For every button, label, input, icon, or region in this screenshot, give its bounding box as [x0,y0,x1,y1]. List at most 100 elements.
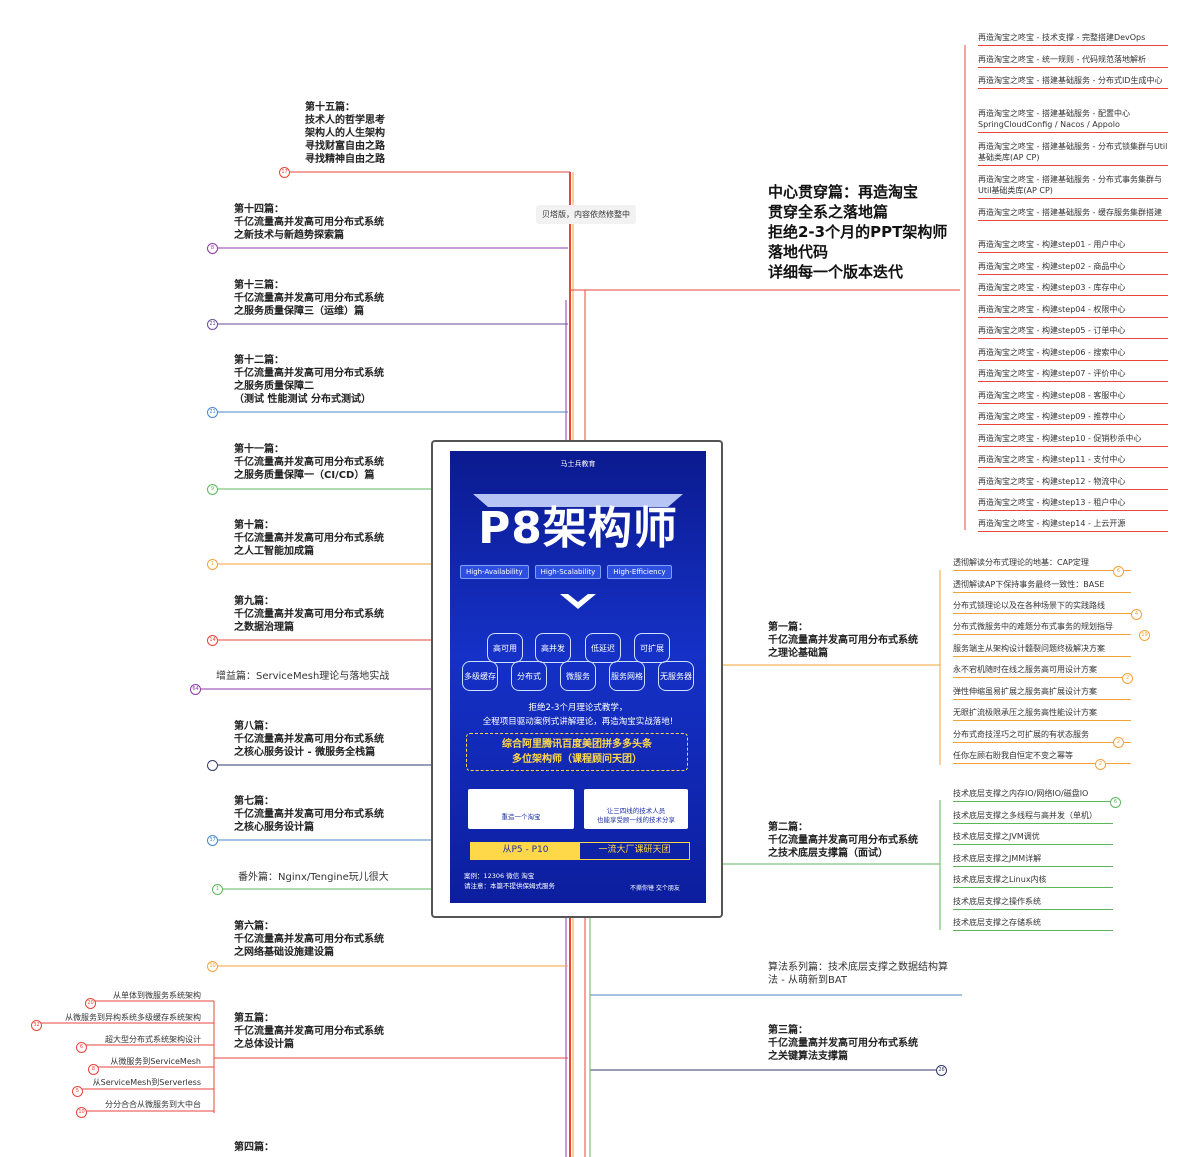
taobao-leaf-item[interactable]: 再造淘宝之咚宝 - 构建step13 - 租户中心 [978,497,1168,511]
collapse-toggle[interactable] [207,760,218,771]
count-badge: 6 [1113,566,1124,577]
taobao-leaf-item[interactable]: 再造淘宝之咚宝 - 技术支撑 - 完整搭建DevOps [978,32,1168,46]
ch10-title: 第十篇： [234,519,384,532]
count-badge: 19 [1139,630,1150,641]
count-badge: 4 [1131,609,1142,620]
count-badge: 9 [207,484,218,495]
count-badge: 2 [1122,673,1133,684]
ch14-node[interactable]: 第十四篇： 千亿流量高并发高可用分布式系统 之新技术与新趋势探索篇 [234,203,384,242]
taobao-leaf-item[interactable]: 再造淘宝之咚宝 - 构建step06 - 搜索中心 [978,347,1168,361]
taobao-leaf-item[interactable]: 再造淘宝之咚宝 - 构建step10 - 促销秒杀中心 [978,433,1168,447]
ch2-leaf-item[interactable]: 技术底层支撑之多线程与高并发（单机） [953,810,1113,824]
count-badge: 2 [1113,737,1124,748]
ch13-line3: 之服务质量保障三（运维）篇 [234,305,384,318]
ch2-leaf-item[interactable]: 技术底层支撑之操作系统 [953,896,1113,910]
bonus-node[interactable]: 增益篇：ServiceMesh理论与落地实战 [216,670,389,683]
ch11-title: 第十一篇： [234,443,384,456]
ch2-leaf-item[interactable]: 技术底层支撑之存储系统 [953,917,1113,931]
ch9-title: 第九篇： [234,595,384,608]
main-branch-line1: 中心贯穿篇：再造淘宝 [768,182,947,202]
poster-foot: 案例：12306 微信 淘宝 请注意：本篇不提供保姆式服务 [464,871,555,891]
ch5-line3: 之总体设计篇 [234,1038,384,1051]
ch1-leaf-item[interactable]: 弹性伸缩虽易扩展之服务高扩展设计方案 [953,686,1131,700]
ch1-leaf-item[interactable]: 透彻解读分布式理论的地基：CAP定理 [953,557,1131,571]
count-badge: 37 [207,835,218,846]
ch10-node[interactable]: 第十篇： 千亿流量高并发高可用分布式系统 之人工智能加成篇 [234,519,384,558]
count-badge: 6 [1110,797,1121,808]
main-branch-node[interactable]: 中心贯穿篇：再造淘宝 贯穿全系之落地篇 拒绝2-3个月的PPT架构师 落地代码 … [768,182,947,282]
ch14-line3: 之新技术与新趋势探索篇 [234,229,384,242]
taobao-leaf-item[interactable]: 再造淘宝之咚宝 - 构建step02 - 商品中心 [978,261,1168,275]
ch7-node[interactable]: 第七篇： 千亿流量高并发高可用分布式系统 之核心服务设计篇 [234,795,384,834]
taobao-leaf-item[interactable]: 再造淘宝之咚宝 - 构建step14 - 上云开源 [978,518,1168,532]
ch2-leaf-item[interactable]: 技术底层支撑之内存IO/网络IO/磁盘IO [953,788,1113,802]
algo-line2: 法 - 从萌新到BAT [768,974,948,987]
ch1-leaf-item[interactable]: 无眼扩流极限承压之服务高性能设计方案 [953,707,1131,721]
ch5-leaf-item[interactable]: 从微服务到ServiceMesh [110,1056,201,1067]
taobao-leaf-item[interactable]: 再造淘宝之咚宝 - 构建step07 - 评价中心 [978,368,1168,382]
ch15-line4: 寻找财富自由之路 [305,140,385,153]
ch2-leaf-item[interactable]: 技术底层支撑之JMM详解 [953,853,1113,867]
ch13-node[interactable]: 第十三篇： 千亿流量高并发高可用分布式系统 之服务质量保障三（运维）篇 [234,279,384,318]
ch1-leaf-item[interactable]: 分布式奇技淫巧之可扩展的有状态服务 [953,729,1131,743]
taobao-leaf-item[interactable]: 再造淘宝之咚宝 - 构建step09 - 推荐中心 [978,411,1168,425]
ch1-leaf-item[interactable]: 分布式微服务中的难题分布式事务的规划指导 [953,621,1131,635]
ch2-leaf-item[interactable]: 技术底层支撑之JVM调优 [953,831,1113,845]
hex-item: 无服务器 [658,661,694,691]
ch2-node[interactable]: 第二篇： 千亿流量高并发高可用分布式系统 之技术底层支撑篇（面试） [768,821,918,860]
poster-tag: High-Efficiency [607,565,671,579]
ch2-line2: 千亿流量高并发高可用分布式系统 [768,834,918,847]
ch4-title: 第四篇： [234,1141,274,1154]
ch5-node[interactable]: 第五篇： 千亿流量高并发高可用分布式系统 之总体设计篇 [234,1012,384,1051]
taobao-leaf-item[interactable]: 再造淘宝之咚宝 - 搭建基础服务 - 分布式锁集群与Util基础类库(AP CP… [978,141,1168,166]
taobao-leaf-item[interactable]: 再造淘宝之咚宝 - 构建step05 - 订单中心 [978,325,1168,339]
ch5-leaf-item[interactable]: 分分合合从微服务到大中台 [105,1099,201,1110]
ch1-leaf-item[interactable]: 服务端主从架构设计髓裂问题终极解决方案 [953,643,1131,657]
poster-card-left-text: 重造一个淘宝 [468,813,574,822]
algo-node[interactable]: 算法系列篇：技术底层支撑之数据结构算 法 - 从萌新到BAT [768,961,948,987]
ch15-node[interactable]: 第十五篇： 技术人的哲学思考 架构人的人生架构 寻找财富自由之路 寻找精神自由之… [305,101,385,166]
taobao-leaf-item[interactable]: 再造淘宝之咚宝 - 构建step12 - 物流中心 [978,476,1168,490]
poster-foot2: 请注意：本篇不提供保姆式服务 [464,881,555,891]
ch4-node[interactable]: 第四篇： [234,1141,274,1154]
ch9-line3: 之数据治理篇 [234,621,384,634]
ch10-line3: 之人工智能加成篇 [234,545,384,558]
ch8-node[interactable]: 第八篇： 千亿流量高并发高可用分布式系统 之核心服务设计 - 微服务全栈篇 [234,720,384,759]
ch2-leaf-item[interactable]: 技术底层支撑之Linux内核 [953,874,1113,888]
poster-tags: High-Availability High-Scalability High-… [460,565,672,579]
extra-node[interactable]: 番外篇：Nginx/Tengine玩儿很大 [238,871,389,884]
taobao-leaf-item[interactable]: 再造淘宝之咚宝 - 搭建基础服务 - 配置中心 SpringCloudConfi… [978,108,1168,133]
ch6-node[interactable]: 第六篇： 千亿流量高并发高可用分布式系统 之网络基础设施建设篇 [234,920,384,959]
ch5-leaf-item[interactable]: 从微服务到异构系统多级缓存系统架构 [65,1012,201,1023]
taobao-leaf-item[interactable]: 再造淘宝之咚宝 - 构建step03 - 库存中心 [978,282,1168,296]
hex-item: 多级缓存 [462,661,498,691]
taobao-leaf-item[interactable]: 再造淘宝之咚宝 - 搭建基础服务 - 分布式事务集群与Util基础类库(AP C… [978,174,1168,199]
poster-title: P8架构师 [450,503,706,555]
ch11-node[interactable]: 第十一篇： 千亿流量高并发高可用分布式系统 之服务质量保障一（CI/CD）篇 [234,443,384,482]
taobao-leaf-item[interactable]: 再造淘宝之咚宝 - 构建step04 - 权限中心 [978,304,1168,318]
ch3-node[interactable]: 第三篇： 千亿流量高并发高可用分布式系统 之关键算法支撑篇 [768,1024,918,1063]
ch1-leaf-item[interactable]: 透彻解读AP下保持事务最终一致性：BASE [953,579,1131,593]
ch5-leaf-item[interactable]: 超大型分布式系统架构设计 [105,1034,201,1045]
ch11-line2: 千亿流量高并发高可用分布式系统 [234,456,384,469]
taobao-leaf-item[interactable]: 再造淘宝之咚宝 - 搭建基础服务 - 分布式ID生成中心 [978,75,1168,89]
taobao-leaf-item[interactable]: 再造淘宝之咚宝 - 搭建基础服务 - 缓存服务集群搭建 [978,207,1168,221]
ch12-node[interactable]: 第十二篇： 千亿流量高并发高可用分布式系统 之服务质量保障二 （测试 性能测试 … [234,354,384,406]
taobao-leaf-item[interactable]: 再造淘宝之咚宝 - 构建step01 - 用户中心 [978,239,1168,253]
ch1-leaf-item[interactable]: 永不宕机随时在线之服务高可用设计方案 [953,664,1131,678]
ch13-title: 第十三篇： [234,279,384,292]
ch6-line3: 之网络基础设施建设篇 [234,946,384,959]
taobao-leaf-item[interactable]: 再造淘宝之咚宝 - 构建step08 - 客服中心 [978,390,1168,404]
main-branch-line3: 拒绝2-3个月的PPT架构师 [768,222,947,242]
ch5-leaf-item[interactable]: 从ServiceMesh到Serverless [93,1077,201,1088]
hex-item: 低延迟 [585,633,621,663]
ch9-node[interactable]: 第九篇： 千亿流量高并发高可用分布式系统 之数据治理篇 [234,595,384,634]
ch5-leaf-item[interactable]: 从单体到微服务系统架构 [113,990,201,1001]
ch1-node[interactable]: 第一篇： 千亿流量高并发高可用分布式系统 之理论基础篇 [768,621,918,660]
ch1-leaf-item[interactable]: 分布式锁理论以及在各种场景下的实践路线 [953,600,1131,614]
taobao-leaf-item[interactable]: 再造淘宝之咚宝 - 统一规则 - 代码规范落地解析 [978,54,1168,68]
poster-brand: 马士兵教育 [450,459,706,469]
ch6-title: 第六篇： [234,920,384,933]
ch8-line2: 千亿流量高并发高可用分布式系统 [234,733,384,746]
taobao-leaf-item[interactable]: 再造淘宝之咚宝 - 构建step11 - 支付中心 [978,454,1168,468]
